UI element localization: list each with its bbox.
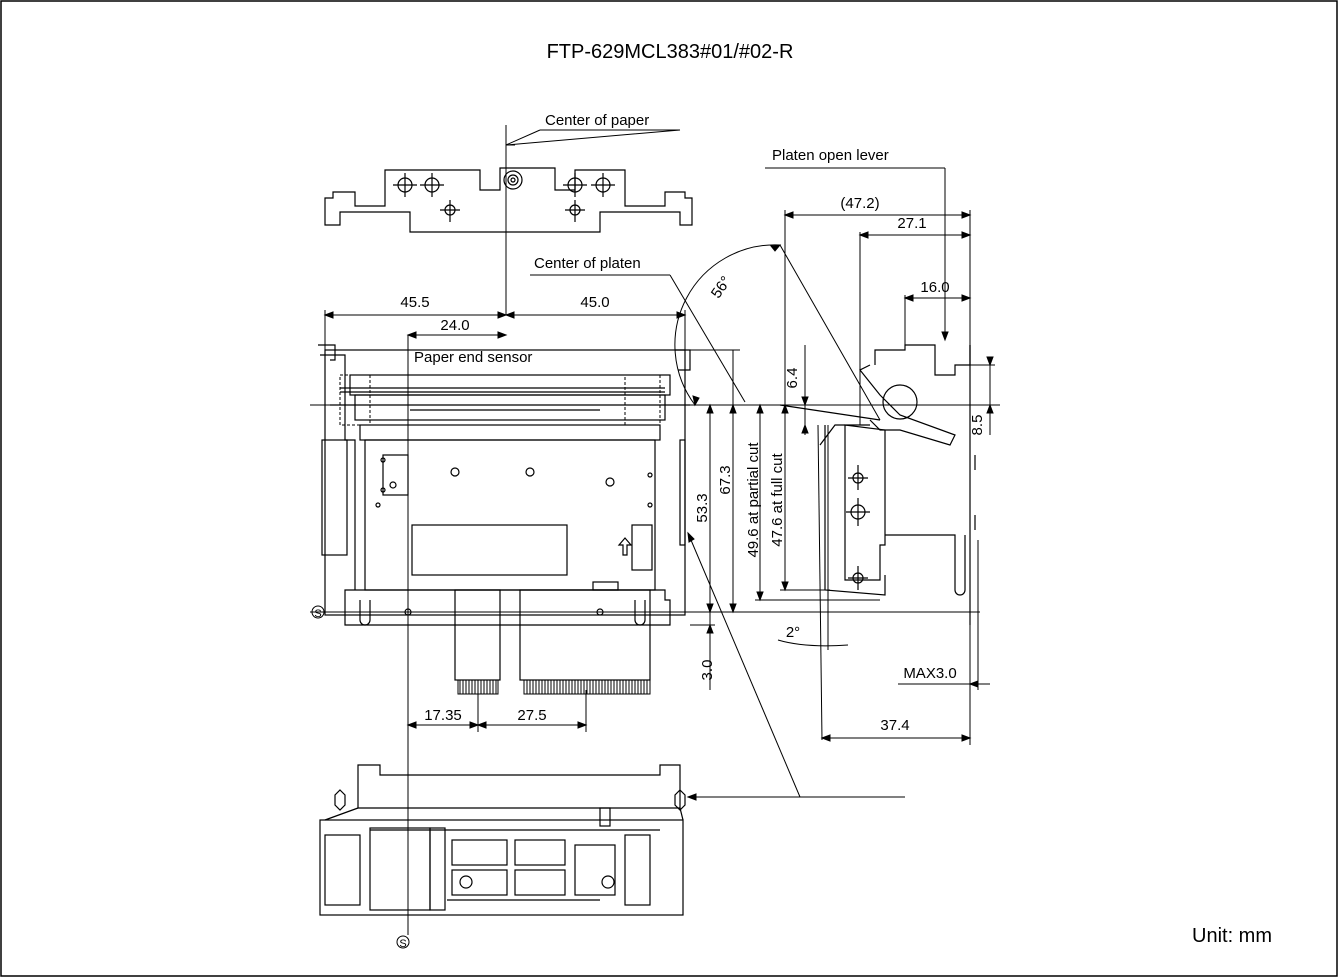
dim-3-0-label: 3.0 [699, 660, 716, 681]
dim-24-0-label: 24.0 [440, 317, 469, 334]
dim-max3-0 [898, 540, 990, 745]
mount-hole [440, 200, 460, 222]
dim-49-6 [755, 403, 880, 602]
dim-16-0 [903, 294, 972, 350]
platen-open-lever-label: Platen open lever [772, 147, 889, 164]
dim-17-35-label: 17.35 [424, 707, 462, 724]
dim-8-5-label: 8.5 [969, 415, 986, 436]
bottom-view [319, 764, 686, 916]
drawing-title: FTP-629MCL383#01/#02-R [547, 41, 794, 63]
gear-left [339, 374, 661, 426]
connector-comb-right [523, 679, 651, 695]
dim-max3-0-label: MAX3.0 [903, 665, 956, 682]
side-view [779, 344, 976, 625]
dim-37-4-label: 37.4 [880, 717, 909, 734]
dim-45-5 [323, 310, 508, 350]
dim-27-1 [858, 231, 972, 425]
dim-16-0-label: 16.0 [920, 279, 949, 296]
dim-27-5-label: 27.5 [517, 707, 546, 724]
top-view [324, 167, 693, 233]
dim-8-5 [970, 356, 995, 435]
svg-text:S: S [399, 938, 406, 950]
angle-56 [674, 244, 881, 421]
dim-67-3-label: 67.3 [717, 465, 734, 494]
reference-lines [310, 404, 1000, 626]
dim-45-5-label: 45.5 [400, 294, 429, 311]
dim-27-1-label: 27.1 [897, 215, 926, 232]
platen-open-lever-leader [765, 167, 949, 342]
mount-hole [591, 173, 615, 197]
angle-2 [777, 424, 849, 741]
dim-53-3-label: 53.3 [694, 493, 711, 522]
dim-37-4 [820, 734, 972, 742]
mount-hole [393, 173, 417, 197]
dim-47-2-label: (47.2) [840, 195, 879, 212]
dim-47-6-label: 47.6 at full cut [769, 452, 786, 546]
dim-24-0 [406, 331, 508, 339]
dim-47-6 [780, 403, 830, 592]
mount-hole [848, 465, 868, 490]
center-of-paper-label: Center of paper [545, 112, 649, 129]
mount-hole [563, 173, 587, 197]
dim-17-35-27-5 [406, 690, 588, 732]
unit-label: Unit: mm [1192, 925, 1272, 947]
mount-hole [420, 173, 444, 197]
dim-49-6-label: 49.6 at partial cut [745, 442, 762, 558]
mount-hole [846, 498, 870, 526]
sensor-leader [686, 531, 905, 801]
dim-6-4-label: 6.4 [784, 368, 801, 389]
angle-2-label: 2° [786, 624, 800, 641]
s-mark: S [311, 605, 325, 620]
s-mark: S [396, 935, 410, 950]
dim-6-4 [801, 345, 809, 435]
dim-47-2 [783, 210, 972, 405]
paper-end-sensor-label: Paper end sensor [414, 349, 532, 366]
dim-53-3 [706, 403, 714, 614]
dim-3-0 [706, 612, 714, 690]
center-of-paper-line [505, 125, 681, 315]
svg-text:S: S [314, 608, 321, 620]
mount-hole [848, 566, 868, 590]
dim-67-3 [690, 349, 740, 614]
mount-hole [565, 200, 585, 222]
dim-45-0-label: 45.0 [580, 294, 609, 311]
center-of-platen-label: Center of platen [534, 255, 641, 272]
center-of-platen-leader [530, 274, 746, 403]
